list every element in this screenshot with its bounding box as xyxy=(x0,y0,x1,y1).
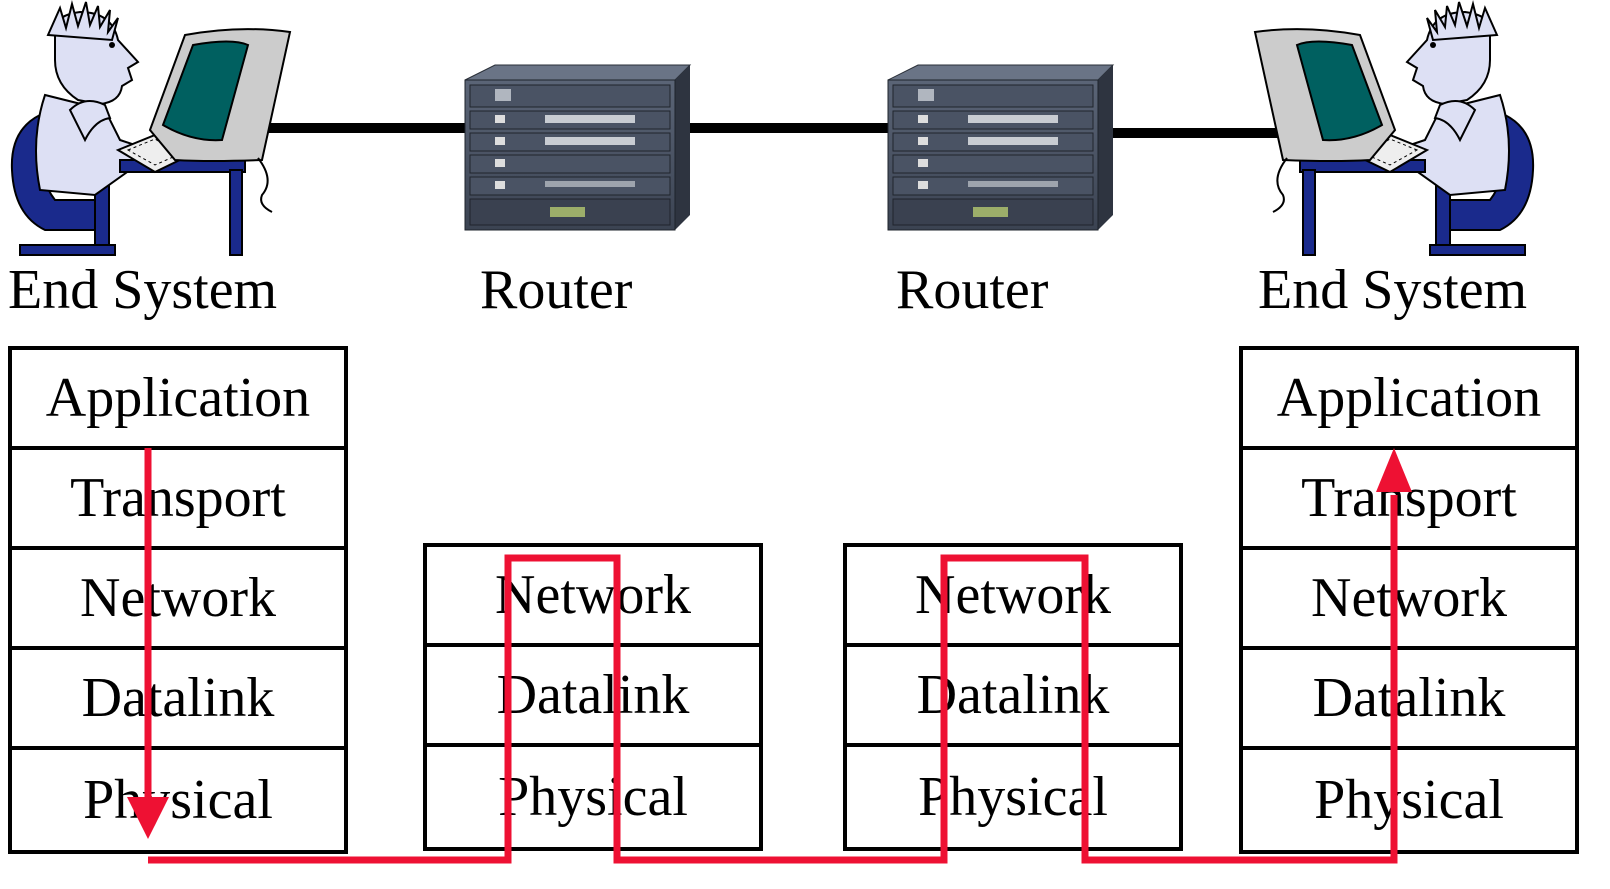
end-right-protocol-stack: Application Transport Network Datalink P… xyxy=(1239,346,1579,854)
end-left-protocol-stack: Application Transport Network Datalink P… xyxy=(8,346,348,854)
layer-network: Network xyxy=(1243,550,1575,650)
user-at-computer-icon xyxy=(10,0,292,256)
end-system-right-label: End System xyxy=(1258,259,1528,321)
layer-application: Application xyxy=(12,350,344,450)
router-2-label: Router xyxy=(896,259,1049,321)
layer-transport: Transport xyxy=(1243,450,1575,550)
router-1-protocol-stack: Network Datalink Physical xyxy=(423,543,763,851)
layer-datalink: Datalink xyxy=(12,650,344,750)
layer-datalink: Datalink xyxy=(427,647,759,747)
layer-network: Network xyxy=(12,550,344,650)
layer-network: Network xyxy=(847,547,1179,647)
layer-application: Application xyxy=(1243,350,1575,450)
layer-network: Network xyxy=(427,547,759,647)
router-chassis-icon xyxy=(887,64,1115,231)
packet-path-line xyxy=(148,495,1398,864)
router-2-protocol-stack: Network Datalink Physical xyxy=(843,543,1183,851)
router-1-label: Router xyxy=(480,259,633,321)
layer-physical: Physical xyxy=(498,766,688,828)
layer-physical: Physical xyxy=(918,766,1108,828)
layer-datalink: Datalink xyxy=(847,647,1179,747)
layer-physical: Physical xyxy=(1314,769,1504,831)
router-chassis-icon xyxy=(464,64,692,231)
layer-physical: Physical xyxy=(83,769,273,831)
layer-transport: Transport xyxy=(12,450,344,550)
packet-path-arrowhead-up xyxy=(1376,448,1412,492)
user-at-computer-icon xyxy=(1253,0,1535,256)
end-system-left-label: End System xyxy=(8,259,278,321)
layer-datalink: Datalink xyxy=(1243,650,1575,750)
